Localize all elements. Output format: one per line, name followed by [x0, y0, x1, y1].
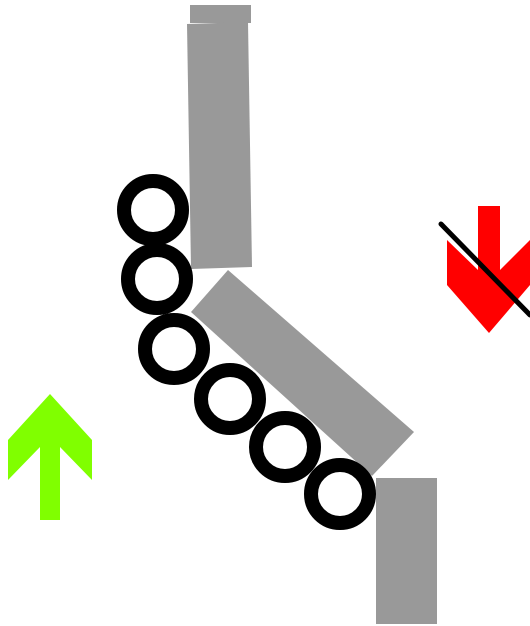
down-arrow-crossed-icon — [438, 206, 530, 333]
strike-line — [438, 221, 530, 318]
upper-segment — [187, 22, 252, 269]
ring — [138, 313, 210, 385]
ring — [304, 458, 376, 530]
up-arrow-icon — [8, 394, 92, 520]
ring — [194, 363, 266, 435]
ring-group — [117, 174, 376, 530]
top-cap-segment — [190, 5, 251, 23]
middle-diagonal-segment — [191, 270, 414, 476]
ring — [117, 174, 189, 246]
lower-segment — [376, 478, 437, 624]
ring — [121, 243, 193, 315]
ring — [249, 411, 321, 483]
